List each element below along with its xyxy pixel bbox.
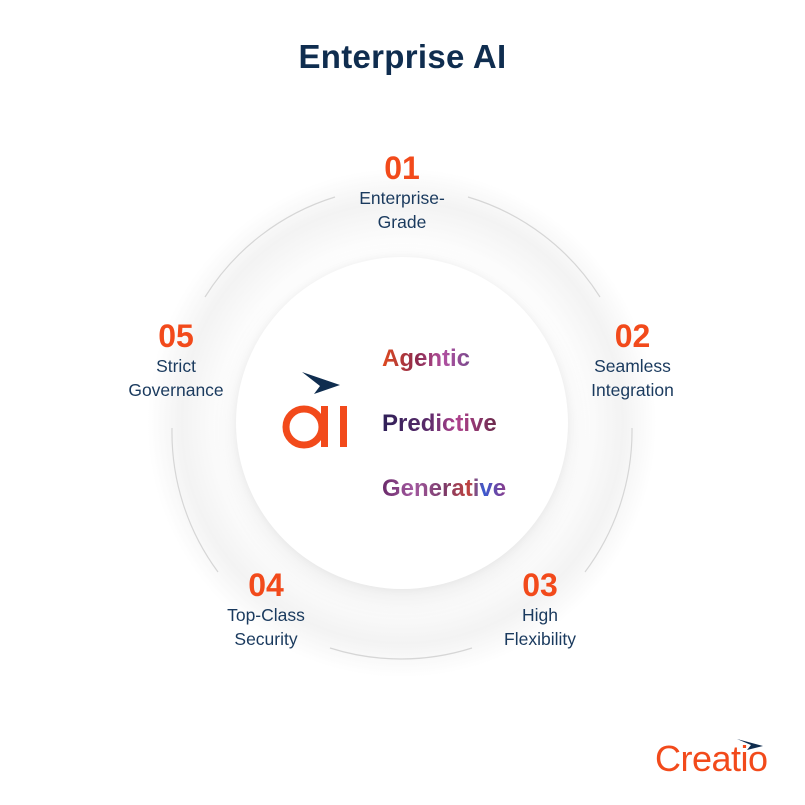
item-label-line2: Integration [591,380,674,400]
item-label-line1: Top-Class [227,605,305,625]
item-03: 03 High Flexibility [460,567,620,651]
arc-02-03 [584,427,633,573]
word-generative: Generative [382,475,507,502]
word-predictive: Predictive [382,410,497,437]
inner-circle [236,257,568,589]
item-number: 05 [158,318,194,354]
item-label-line2: Governance [128,380,224,400]
item-label-line1: High [522,605,558,625]
arrow-icon [302,372,340,394]
item-number: 03 [522,567,558,603]
item-label-line1: Strict [156,356,196,376]
word-agentic: Agentic [382,345,471,372]
arc-04-05 [171,427,219,573]
item-05: 05 Strict Governance [96,318,256,402]
arc-03-04 [329,647,473,660]
item-02: 02 Seamless Integration [550,318,715,402]
item-number: 04 [248,567,284,603]
arc-01-02 [467,196,601,298]
page-title: Enterprise AI [298,38,507,75]
item-label-line1: Enterprise- [359,188,445,208]
brand-logo: Creatio [655,738,768,779]
ai-logo [280,368,370,458]
arc-05-01 [204,196,336,298]
brand-arrow-icon [737,739,763,750]
ai-logo-icon [282,372,347,449]
item-01: 01 Enterprise- Grade [322,150,482,234]
item-number: 02 [614,318,651,354]
item-label-line2: Security [234,629,298,649]
item-label-line2: Flexibility [504,629,576,649]
item-number: 01 [384,150,420,186]
item-04: 04 Top-Class Security [186,567,346,651]
item-label-line1: Seamless [594,356,671,376]
item-label-line2: Grade [377,212,427,232]
